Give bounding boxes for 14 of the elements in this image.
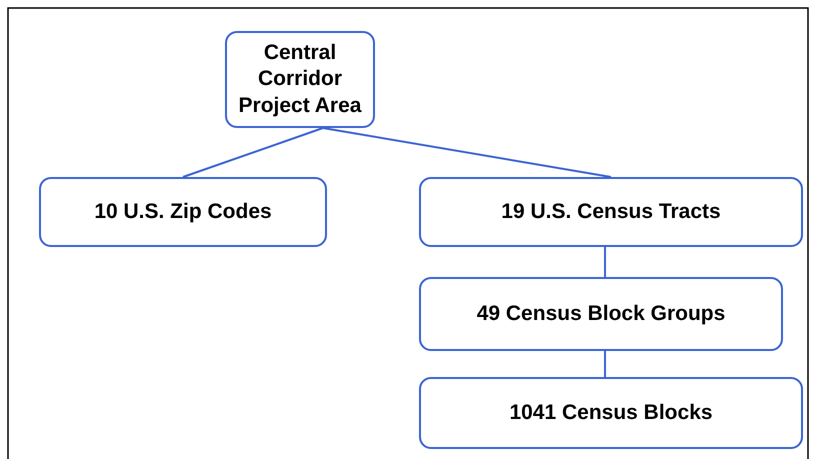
process-box: [419, 277, 783, 351]
connector-line: [182, 127, 324, 178]
box-label: 19 U.S. Census Tracts: [501, 198, 721, 225]
process-box: [419, 177, 803, 247]
connector-line: [604, 351, 606, 377]
process-box: [39, 177, 327, 247]
box-label: Central Corridor Project Area: [238, 40, 362, 119]
connector-line: [322, 127, 612, 178]
process-box: [419, 377, 803, 449]
connector-line: [604, 247, 606, 277]
box-label: 1041 Census Blocks: [509, 400, 713, 426]
box-label: 10 U.S. Zip Codes: [94, 198, 272, 225]
process-box: [225, 31, 375, 128]
box-label: 49 Census Block Groups: [476, 300, 726, 327]
